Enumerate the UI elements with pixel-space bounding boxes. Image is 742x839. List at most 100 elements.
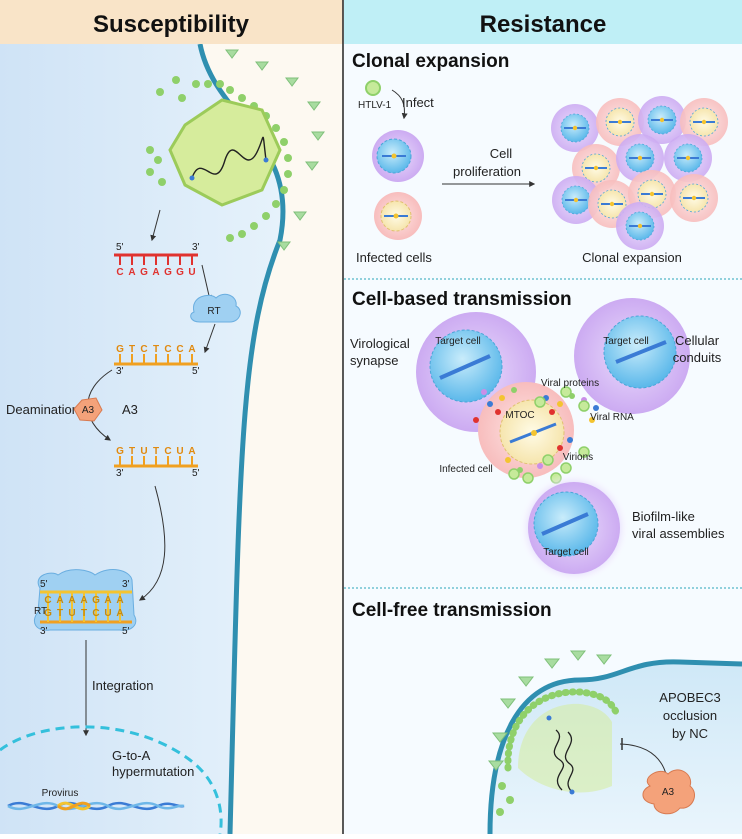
apobec-line3: by NC [672,726,708,741]
envelope-spike [277,241,291,251]
apobec-line1: APOBEC3 [659,690,720,705]
viral-protein-dot [589,417,595,423]
viral-protein-dot [481,389,487,395]
clone-integration-site [593,165,599,171]
virological-line2: synapse [350,353,398,368]
duplex-bottom-base: T [81,608,87,619]
virion-surface-dot [158,178,166,186]
resistance-header: Resistance [480,11,607,38]
infected-cell-pink [374,192,422,240]
virion-surface-dot [238,230,246,238]
envelope-spike [285,77,299,87]
virion-surface-dot [284,170,292,178]
duplex-bottom-base: G [44,608,52,619]
apobec-line2: occlusion [663,708,717,723]
duplex-bottom-5prime: 5' [122,626,130,637]
mutated-base: G [116,446,124,457]
hypermutation-line1: G-to-A [112,748,151,763]
htlv-virion [146,49,325,251]
clone-integration-site [573,197,579,203]
cdna-base: C [164,344,171,355]
cell-free-spike [569,650,587,661]
mutated-3prime: 3' [116,468,124,479]
envelope-spikes [487,650,613,816]
budding-virion [504,688,620,795]
cell-free-spike [595,654,613,665]
cdna-5prime: 5' [192,366,200,377]
cdna-base: G [116,344,124,355]
cell-free-dot [498,782,506,790]
clonal-expansion-label: Clonal expansion [582,250,682,265]
clonal-cluster [551,96,728,250]
duplex-top-5prime: 5' [40,579,48,590]
provirus-dna [7,801,185,811]
mutated-base: U [140,446,147,457]
clone-integration-site [637,223,643,229]
cdna-3prime: 3' [116,366,124,377]
rna-base: C [116,267,123,278]
envelope-spike [225,49,239,59]
clone-integration-site [691,195,697,201]
reverse-transcriptase: RT [190,293,241,323]
virion-particle [578,446,590,458]
target-cell-bottom-label: Target cell [543,547,589,558]
host-cell-interior [0,44,284,834]
virion-surface-dot [272,124,280,132]
cdna-base: C [140,344,147,355]
virion-surface-dot [272,200,280,208]
viral-rna-genome [191,136,267,179]
target-cell-right: Target cell [574,298,690,414]
duplex-top-base: A [68,595,75,606]
virion-particle [534,396,546,408]
envelope-spike [305,161,319,171]
virion-surface-dot [204,80,212,88]
cellular-line1: Cellular [675,333,720,348]
susceptibility-header: Susceptibility [93,11,250,38]
viral-protein-dot [511,387,517,393]
clonal-expansion-title: Clonal expansion [352,51,509,72]
rna-base: A [128,267,135,278]
proliferation-line2: proliferation [453,164,521,179]
htlv-label: HTLV-1 [358,100,392,111]
clone-integration-site [685,155,691,161]
hypermutation-line2: hypermutation [112,764,194,779]
duplex-top-base: A [104,595,111,606]
cell-free-dot [496,808,504,816]
virion-surface-dot [178,94,186,102]
integration-label: Integration [92,678,153,693]
cell-based-title: Cell-based transmission [352,289,572,310]
envelope-spike [255,61,269,71]
cell-free-title: Cell-free transmission [352,600,552,621]
viral-proteins-label: Viral proteins [541,378,599,389]
viral-protein-dot [557,401,563,407]
virion-surface-dot [146,146,154,154]
duplex-top-base: A [56,595,63,606]
cellular-line2: conduits [673,350,722,365]
envelope-spike [311,131,325,141]
viral-protein-dot [549,409,555,415]
rna-5prime: 5' [116,242,124,253]
cdna-base: T [129,344,135,355]
virion-surface-dot [146,168,154,176]
viral-protein-dot [487,401,493,407]
deamination-label: Deamination [6,402,79,417]
resistance-panel: Resistance Clonal expansion HTLV-1 Infec… [344,0,742,835]
cell-free-spike [517,676,535,687]
rna-base: U [188,267,195,278]
duplex-top-base: A [116,595,123,606]
duplex-top-base: G [92,595,100,606]
virion-particle [560,386,572,398]
virion-particle [542,454,554,466]
duplex-bottom-base: A [116,608,123,619]
cell-free-spike [543,658,561,669]
virion-surface-dot [262,212,270,220]
viral-protein-dot [593,405,599,411]
mutated-base: C [164,446,171,457]
envelope-spike [307,101,321,111]
duplex-bottom-base: U [68,608,75,619]
